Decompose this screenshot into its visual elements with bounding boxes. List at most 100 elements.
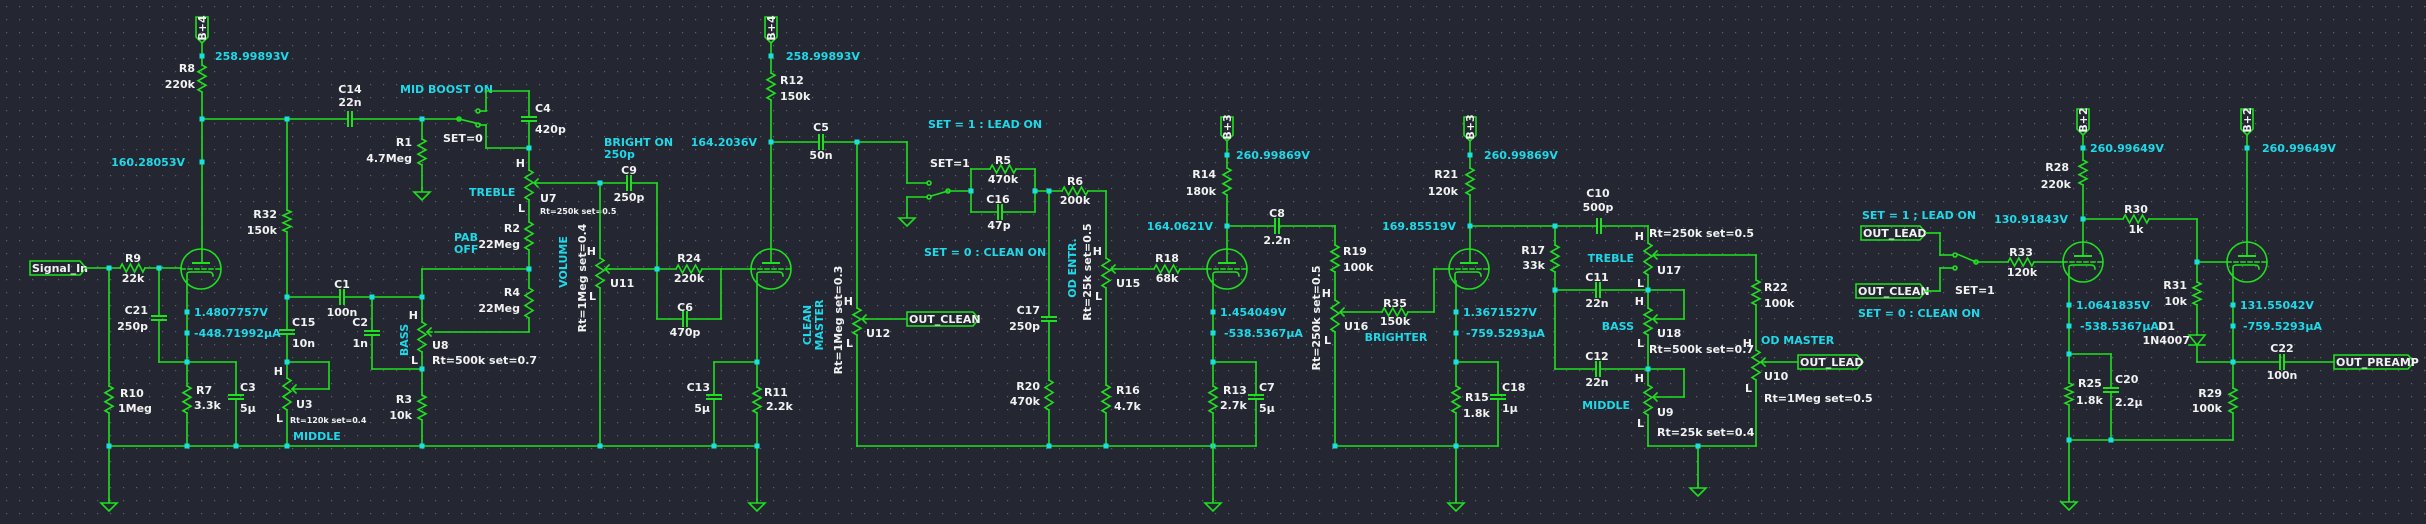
net-label-tag[interactable] — [2333, 354, 2416, 370]
c7-capacitor[interactable] — [1248, 394, 1264, 400]
r33-resistor[interactable] — [2006, 256, 2036, 268]
r31-resistor[interactable] — [2191, 280, 2203, 307]
c10-capacitor[interactable] — [1596, 218, 1602, 234]
components-C11-value-label: 22n — [1585, 297, 1608, 310]
wiper-arrow-icon[interactable] — [1651, 391, 1659, 403]
wiper-arrow-icon[interactable] — [425, 326, 433, 338]
c20-capacitor[interactable] — [2103, 387, 2119, 393]
tags-b4-label: B+4 — [765, 15, 778, 41]
r18-resistor[interactable] — [1152, 263, 1182, 275]
annotations-od-entr-label: OD ENTR. — [1066, 238, 1079, 297]
r16-resistor[interactable] — [1100, 383, 1112, 415]
switch-contact[interactable] — [1952, 252, 1958, 258]
switch-contact[interactable] — [926, 180, 932, 186]
c11-capacitor[interactable] — [1595, 282, 1601, 298]
net-label-tag[interactable] — [906, 311, 981, 327]
u16-potentiometer[interactable] — [1329, 298, 1341, 334]
c4-capacitor[interactable] — [521, 116, 537, 122]
c1-capacitor[interactable] — [339, 289, 345, 305]
components-R9-ref-label: R9 — [125, 252, 141, 265]
u3-potentiometer[interactable] — [281, 376, 293, 412]
wiper-arrow-icon[interactable] — [532, 177, 540, 189]
r22-resistor[interactable] — [1750, 278, 1762, 307]
u18-potentiometer[interactable] — [1642, 306, 1654, 337]
u9-potentiometer[interactable] — [1642, 383, 1654, 417]
junction-node — [1032, 188, 1038, 194]
c16-capacitor[interactable] — [997, 204, 1003, 220]
c5-capacitor[interactable] — [818, 134, 824, 150]
r3-resistor[interactable] — [416, 393, 428, 422]
u17-potentiometer[interactable] — [1642, 241, 1654, 277]
junction-node — [754, 443, 760, 449]
r1-resistor[interactable] — [416, 137, 428, 167]
wiper-arrow-icon[interactable] — [1109, 263, 1117, 275]
wiper-arrow-icon[interactable] — [290, 383, 298, 395]
c15-capacitor[interactable] — [279, 329, 295, 335]
u7-potentiometer[interactable] — [523, 168, 535, 202]
r29-resistor[interactable] — [2227, 386, 2239, 415]
wiper-arrow-icon[interactable] — [1651, 249, 1659, 261]
r21-resistor[interactable] — [1464, 166, 1476, 197]
r20-resistor[interactable] — [1043, 378, 1055, 412]
r19-resistor[interactable] — [1329, 243, 1341, 274]
c17-capacitor[interactable] — [1041, 316, 1057, 322]
c12-capacitor[interactable] — [1595, 361, 1601, 377]
probes-i4-k-label: -759.5293µA — [1466, 327, 1545, 340]
net-label-tag[interactable] — [1797, 354, 1865, 370]
r28-resistor[interactable] — [2077, 158, 2089, 187]
c8-capacitor[interactable] — [1274, 218, 1280, 234]
wiper-arrow-icon[interactable] — [1651, 313, 1659, 325]
c13-capacitor[interactable] — [706, 394, 722, 400]
probes-v5-k-label: 1.0641835V — [2076, 299, 2150, 312]
c3-capacitor[interactable] — [228, 394, 244, 400]
r25-resistor[interactable] — [2063, 381, 2075, 407]
wiper-arrow-icon[interactable] — [1338, 306, 1346, 318]
r32-resistor[interactable] — [281, 208, 293, 234]
c22-capacitor[interactable] — [2279, 354, 2285, 370]
components-U8-value-label: Rt=500k set=0.7 — [432, 354, 537, 367]
c2-capacitor[interactable] — [364, 330, 380, 336]
r35-resistor[interactable] — [1380, 306, 1410, 318]
switch-contact[interactable] — [926, 194, 932, 200]
net-label-tag[interactable] — [1860, 225, 1928, 241]
pot-terminals-low-label: L — [1324, 334, 1331, 347]
r8-resistor[interactable] — [196, 63, 208, 94]
net-label-tag[interactable] — [1855, 283, 1928, 299]
r24-resistor[interactable] — [674, 263, 704, 275]
r2-resistor[interactable] — [523, 220, 535, 252]
r15-resistor[interactable] — [1450, 384, 1462, 415]
wiper-arrow-icon[interactable] — [1759, 356, 1767, 368]
r14-resistor[interactable] — [1221, 166, 1233, 197]
r17-resistor[interactable] — [1549, 243, 1561, 274]
r30-resistor[interactable] — [2121, 213, 2151, 225]
r13-resistor[interactable] — [1207, 384, 1219, 415]
u11-potentiometer[interactable] — [594, 256, 606, 290]
r12-resistor[interactable] — [765, 71, 777, 102]
u8-potentiometer[interactable] — [416, 320, 428, 354]
d1-diode-icon[interactable] — [2187, 334, 2207, 347]
lead-clean-switch[interactable] — [930, 190, 949, 197]
r6-resistor[interactable] — [1060, 185, 1090, 197]
u12-potentiometer[interactable] — [851, 306, 863, 337]
c9-capacitor[interactable] — [626, 175, 632, 191]
r9-resistor[interactable] — [118, 262, 147, 274]
r10-resistor[interactable] — [103, 384, 115, 415]
u10-potentiometer[interactable] — [1750, 348, 1762, 382]
c6-capacitor[interactable] — [682, 311, 688, 327]
wiper-arrow-icon[interactable] — [603, 263, 611, 275]
switch-contact[interactable] — [1952, 265, 1958, 271]
r5-resistor[interactable] — [988, 163, 1018, 175]
r4-resistor[interactable] — [523, 286, 535, 320]
r7-resistor[interactable] — [181, 384, 193, 415]
c18-capacitor[interactable] — [1490, 394, 1506, 400]
r11-resistor[interactable] — [751, 385, 763, 415]
u15-potentiometer[interactable] — [1100, 256, 1112, 290]
c21-capacitor[interactable] — [151, 315, 167, 321]
wiper-arrow-icon[interactable] — [860, 313, 868, 325]
mid-boost-switch[interactable] — [458, 118, 481, 125]
c14-capacitor[interactable] — [347, 111, 353, 127]
annotations-set1b-label: SET=1 — [1955, 284, 1995, 297]
out-select-switch[interactable] — [1955, 252, 1978, 264]
net-label-tag[interactable] — [29, 260, 88, 276]
